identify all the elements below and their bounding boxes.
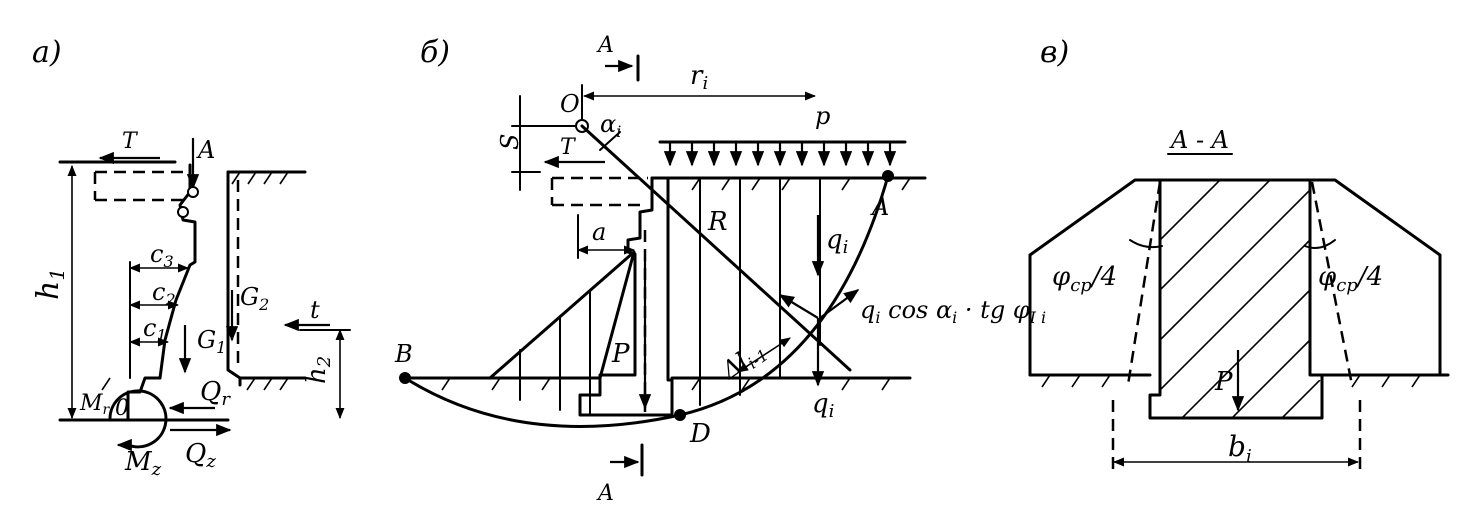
panel-b-a: a [592,218,606,246]
panel-b-upper-hatch [691,177,911,191]
panel-c-title: A - A [1169,126,1229,154]
panel-b-r: R [707,207,728,237]
panel-a-lower-hatch [101,377,289,391]
panel-b-ri: ri [690,61,708,94]
panel-a-t-small: t [310,296,320,324]
panel-b-alpha: αi [600,110,621,141]
panel-a-point-o: 0 [115,396,129,421]
panel-b-p-force: P [611,339,630,369]
panel-b-formula: qi cos αi · tg φI i [860,296,1046,327]
panel-a-mz-circle [108,389,168,449]
panel-c-ground-hatch [1041,374,1421,388]
panel-b-t: T [560,135,577,160]
panel-c-spread-left [1111,181,1162,470]
panel-a-t: T [122,129,139,154]
panel-b-label: б) [420,35,450,70]
panel-c: в) A - A [1028,35,1450,470]
panel-b-point-o: O [560,90,580,118]
panel-a-anchor-dashed [93,170,190,202]
panel-a-lower-ground [58,376,307,422]
panel-a-g1: G1 [197,326,226,357]
panel-a-mz: Mz [124,447,162,480]
panel-b-p: p [815,102,830,130]
panel-a: a) h1 h2 c3 c2 [31,35,351,480]
panel-b-anchor-dashed [550,176,648,207]
panel-a-h2: h2 [302,356,335,384]
panel-a-g2: G2 [240,283,269,314]
panel-b-point-b: B [394,340,413,368]
panel-a-wall [126,163,242,422]
panel-c-outline [1028,178,1442,377]
panel-b-section-bottom: A [596,481,614,506]
panel-b-pressure-lines [519,289,591,416]
panel-a-qz: Qz [185,439,216,472]
panel-b-wall [578,176,674,417]
panel-a-upper-hatch [231,171,289,185]
panel-b-lower-hatch [441,377,891,391]
panel-b-dl: Δli-1 [716,335,772,387]
panel-b-dl-dim [737,337,791,373]
panel-a-mr: Mr [79,391,111,418]
panel-c-bi: bi [1228,430,1252,467]
panel-a-upper-ground [58,160,307,174]
panel-b-qi-lower: qi [812,389,834,422]
panel-a-qr: Qr [200,377,231,410]
panel-b-s: S [496,134,524,150]
panel-a-point-a: A [196,136,215,164]
panel-c-spread-right [1310,181,1362,470]
panel-b-qi: qi [826,225,848,258]
panel-c-element [1148,178,1324,420]
panel-a-c2: c2 [152,278,176,309]
panel-b-section-top: A [596,33,614,58]
panel-b-radius [580,124,852,372]
panel-a-h1: h1 [31,268,69,300]
panel-c-phi-right: φcp/4 [1318,262,1383,296]
panel-a-c3: c3 [150,240,174,271]
panel-a-c1: c1 [143,314,167,345]
panel-b-load-arrows [663,142,897,167]
panel-c-label: в) [1040,35,1069,70]
panel-c-hatch [1159,180,1321,418]
panel-c-p: P [1214,367,1233,397]
panel-b-pressure-left [488,250,636,380]
panel-b-point-d: D [689,419,711,449]
panel-b-point-a: A [870,193,889,221]
panel-b: б) A A O ri p [394,33,1046,506]
panel-a-label: a) [32,35,62,70]
panel-c-phi-left: φcp/4 [1052,262,1117,296]
